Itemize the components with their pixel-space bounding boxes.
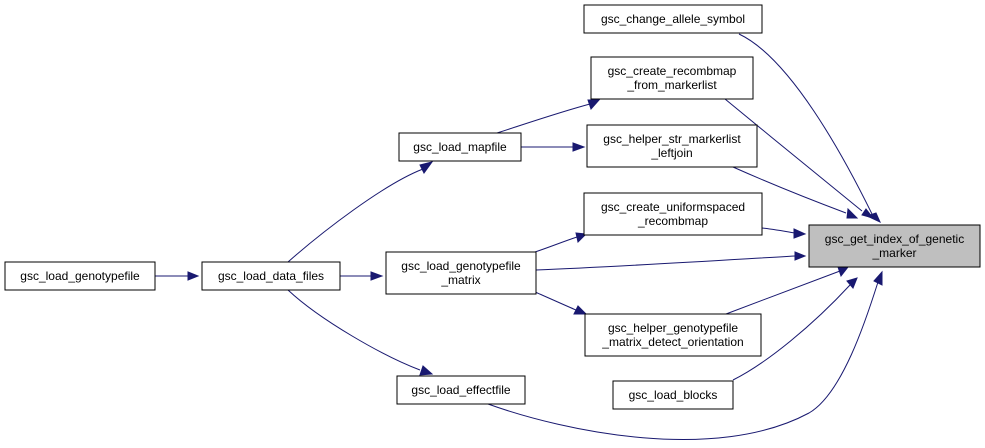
node-gsc_helper_str_markerlist_leftjoin[interactable]: gsc_helper_str_markerlist_leftjoin	[586, 124, 758, 168]
node-gsc_load_genotypefile[interactable]: gsc_load_genotypefile	[4, 261, 156, 291]
node-label: gsc_load_genotypefile	[20, 269, 140, 283]
node-gsc_load_blocks[interactable]: gsc_load_blocks	[612, 380, 734, 410]
node-label: _from_markerlist	[626, 78, 717, 92]
edge-arrowhead	[846, 207, 859, 219]
node-label: gsc_create_recombmap	[608, 64, 737, 78]
node-gsc_create_recombmap_from_markerlist[interactable]: gsc_create_recombmap_from_markerlist	[590, 56, 754, 100]
node-label: gsc_load_data_files	[218, 269, 324, 283]
node-box[interactable]	[590, 56, 754, 100]
edge-gsc_load_mapfile-to-gsc_create_recombmap_from_markerlist	[496, 99, 601, 134]
node-box[interactable]	[586, 124, 758, 168]
node-gsc_change_allele_symbol[interactable]: gsc_change_allele_symbol	[583, 4, 763, 34]
edge-gsc_load_effectfile-to-gsc_get_index_of_genetic_marker	[487, 270, 883, 440]
edge-gsc_helper_genotypefile_matrix_detect_orientation-to-gsc_get_index_of_genetic_marker	[725, 266, 850, 315]
edge-arrowhead	[187, 271, 200, 281]
edge-gsc_load_data_files-to-gsc_load_genotypefile_matrix	[340, 271, 384, 281]
node-label: _recombmap	[637, 214, 708, 228]
edge-gsc_load_blocks-to-gsc_get_index_of_genetic_marker	[732, 277, 858, 381]
edge-line	[761, 227, 796, 234]
edge-line	[534, 291, 577, 311]
node-gsc_load_effectfile[interactable]: gsc_load_effectfile	[396, 375, 526, 405]
node-label: gsc_create_uniformspaced	[601, 200, 745, 214]
node-box[interactable]	[385, 251, 537, 295]
node-label: _marker	[871, 246, 916, 260]
edge-gsc_load_data_files-to-gsc_load_mapfile	[287, 161, 434, 263]
node-box[interactable]	[4, 261, 156, 291]
edge-arrowhead	[572, 142, 586, 152]
node-label: gsc_load_effectfile	[411, 383, 511, 397]
edges-layer	[155, 33, 883, 440]
edge-line	[534, 236, 578, 253]
edge-line	[496, 103, 591, 134]
node-box[interactable]	[583, 192, 763, 236]
node-box[interactable]	[583, 4, 763, 34]
edge-line	[487, 281, 879, 440]
node-gsc_load_mapfile[interactable]: gsc_load_mapfile	[398, 132, 522, 162]
edge-line	[732, 166, 847, 214]
node-box	[808, 224, 981, 268]
edge-gsc_load_genotypefile_matrix-to-gsc_helper_genotypefile_matrix_detect_orientation	[534, 291, 588, 315]
node-box[interactable]	[201, 261, 341, 291]
edge-gsc_create_recombmap_from_markerlist-to-gsc_get_index_of_genetic_marker	[724, 98, 875, 219]
edge-line	[732, 284, 851, 381]
node-label: _matrix_detect_orientation	[601, 335, 743, 349]
node-label: gsc_get_index_of_genetic	[825, 232, 964, 246]
node-label: _matrix	[440, 273, 480, 287]
node-label: _leftjoin	[650, 146, 692, 160]
node-box[interactable]	[612, 380, 734, 410]
edge-arrowhead	[370, 271, 384, 281]
edge-arrowhead	[861, 208, 875, 219]
node-box[interactable]	[398, 132, 522, 162]
edge-gsc_helper_str_markerlist_leftjoin-to-gsc_get_index_of_genetic_marker	[732, 166, 859, 219]
node-box[interactable]	[396, 375, 526, 405]
edge-arrowhead	[846, 277, 858, 289]
edge-gsc_load_genotypefile_matrix-to-gsc_get_index_of_genetic_marker	[535, 251, 807, 271]
node-label: gsc_load_blocks	[629, 388, 718, 402]
edge-line	[724, 98, 863, 212]
edge-arrowhead	[873, 270, 883, 286]
node-gsc_load_data_files[interactable]: gsc_load_data_files	[201, 261, 341, 291]
node-label: gsc_helper_genotypefile	[608, 321, 738, 335]
node-gsc_get_index_of_genetic_marker: gsc_get_index_of_genetic_marker	[808, 224, 981, 268]
nodes-layer: gsc_get_index_of_genetic_marker gsc_chang…	[4, 4, 981, 410]
edge-gsc_load_genotypefile_matrix-to-gsc_create_uniformspaced_recombmap	[534, 232, 588, 253]
edge-arrowhead	[794, 251, 807, 261]
node-label: gsc_load_mapfile	[413, 140, 507, 154]
edge-gsc_load_genotypefile-to-gsc_load_data_files	[155, 271, 200, 281]
edge-gsc_load_data_files-to-gsc_load_effectfile	[287, 289, 434, 376]
node-label: gsc_helper_str_markerlist	[603, 132, 741, 146]
node-label: gsc_change_allele_symbol	[601, 12, 745, 26]
node-gsc_load_genotypefile_matrix[interactable]: gsc_load_genotypefile_matrix	[385, 251, 537, 295]
node-box[interactable]	[584, 313, 762, 357]
edge-arrowhead	[793, 228, 807, 239]
edge-line	[725, 270, 841, 315]
node-label: gsc_load_genotypefile	[401, 259, 521, 273]
node-gsc_create_uniformspaced_recombmap[interactable]: gsc_create_uniformspaced_recombmap	[583, 192, 763, 236]
edge-arrowhead	[419, 365, 434, 376]
edge-line	[287, 168, 424, 263]
edge-line	[738, 33, 873, 215]
edge-arrowhead	[587, 99, 601, 110]
edge-gsc_create_uniformspaced_recombmap-to-gsc_get_index_of_genetic_marker	[761, 227, 807, 239]
edge-gsc_load_mapfile-to-gsc_helper_str_markerlist_leftjoin	[520, 142, 586, 152]
edge-arrowhead	[573, 305, 588, 315]
edge-line	[287, 289, 421, 371]
edge-line	[535, 255, 796, 271]
edge-arrowhead	[419, 161, 434, 174]
edge-arrowhead	[837, 266, 850, 278]
node-gsc_helper_genotypefile_matrix_detect_orientation[interactable]: gsc_helper_genotypefile_matrix_detect_or…	[584, 313, 762, 357]
